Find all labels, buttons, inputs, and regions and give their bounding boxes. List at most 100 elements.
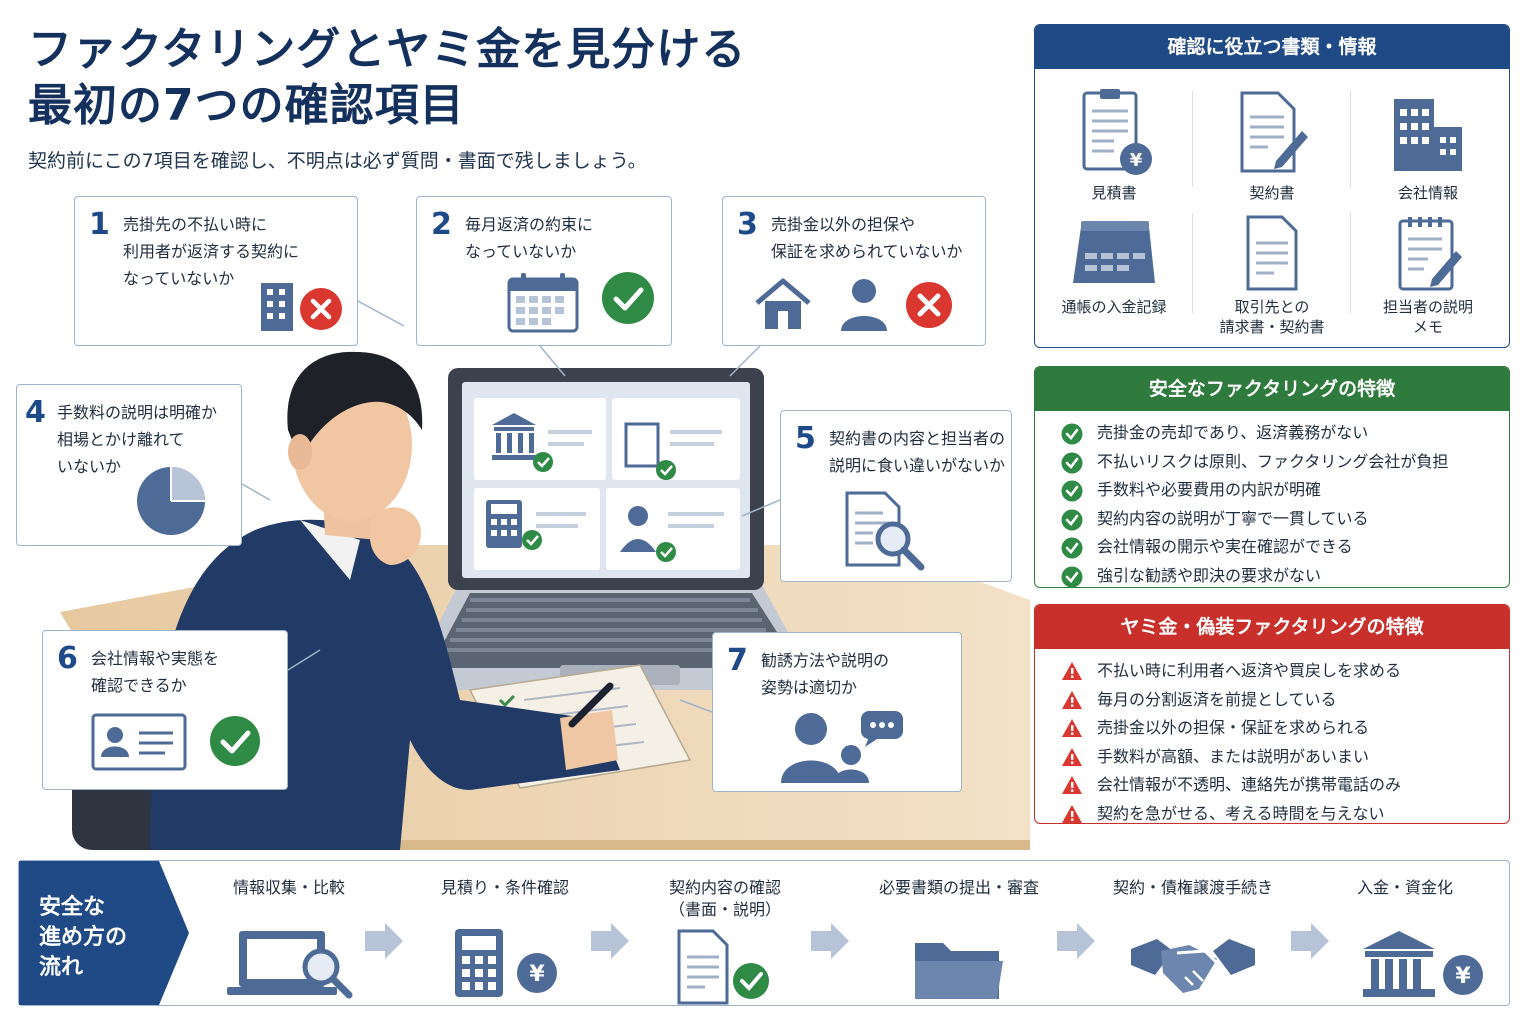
risk-feature-item: 不払い時に利用者へ返済や買戻しを求める bbox=[1061, 657, 1509, 686]
cross-mark-icon bbox=[906, 282, 952, 328]
doc-item-contract: 契約書 bbox=[1197, 87, 1347, 203]
check-card-3: 3 売掛金以外の担保や 保証を求められていないか bbox=[722, 196, 986, 346]
risk-features-panel: ヤミ金・偽装ファクタリングの特徴 不払い時に利用者へ返済や買戻しを求める 毎月の… bbox=[1034, 604, 1510, 824]
check-number: 1 bbox=[89, 207, 110, 242]
safe-feature-text: 売掛金の売却であり、返済義務がない bbox=[1097, 423, 1369, 442]
flow-step-label: 契約・債権譲渡手続き bbox=[1112, 878, 1273, 897]
risk-feature-item: 手数料が高額、または説明があいまい bbox=[1061, 743, 1509, 772]
warning-icon bbox=[1062, 747, 1082, 766]
warning-icon bbox=[1062, 662, 1082, 680]
warning-icon bbox=[1062, 804, 1082, 823]
check-circle-icon bbox=[1061, 480, 1083, 502]
flow-step-label: 契約内容の確認 （書面・説明） bbox=[668, 878, 781, 919]
flow-header-banner bbox=[19, 861, 189, 1005]
warning-icon bbox=[1062, 690, 1082, 709]
check-circle-icon bbox=[1061, 566, 1083, 587]
check-mark-icon bbox=[210, 716, 260, 766]
flow-step-1: 情報収集・比較 bbox=[199, 877, 379, 999]
check-circle-icon bbox=[1061, 509, 1083, 530]
flow-step-2: 見積り・条件確認 ¥ bbox=[415, 877, 595, 997]
risk-feature-item: 売掛金以外の担保・保証を求められる bbox=[1061, 714, 1509, 743]
flow-header: 安全な 進め方の 流れ bbox=[19, 861, 191, 1005]
conversation-icon bbox=[781, 711, 903, 783]
title-line-2: 最初の7つの確認項目 bbox=[28, 80, 465, 131]
doc-label: 取引先との 請求書・契約書 bbox=[1219, 298, 1325, 336]
flow-step-label: 情報収集・比較 bbox=[232, 878, 345, 897]
flow-arrow-icon bbox=[591, 923, 629, 959]
doc-label: 担当者の説明 メモ bbox=[1382, 298, 1473, 336]
risk-feature-list: 不払い時に利用者へ返済や買戻しを求める 毎月の分割返済を前提としている 売掛金以… bbox=[1035, 649, 1509, 828]
safe-feature-text: 強引な勧誘や即決の要求がない bbox=[1097, 565, 1322, 585]
check-text: 手数料の説明は明確か 相場とかけ離れて いないか bbox=[57, 403, 218, 476]
laptop-search-icon bbox=[227, 931, 353, 999]
safe-feature-text: 契約内容の説明が丁寧で一貫している bbox=[1097, 508, 1369, 528]
svg-text:¥: ¥ bbox=[1455, 964, 1471, 989]
clipboard-yen-icon: ¥ bbox=[1082, 89, 1152, 175]
check-card-7: 7 勧誘方法や説明の 姿勢は適切か bbox=[712, 632, 962, 792]
flow-step-label: 必要書類の提出・審査 bbox=[878, 878, 1039, 897]
safe-feature-text: 会社情報の開示や実在確認ができる bbox=[1097, 537, 1353, 556]
safe-feature-item: 契約内容の説明が丁寧で一貫している bbox=[1061, 505, 1509, 534]
invoice-icon bbox=[1246, 215, 1298, 291]
risk-header: ヤミ金・偽装ファクタリングの特徴 bbox=[1035, 605, 1509, 649]
flow-arrow-icon bbox=[811, 923, 849, 959]
doc-item-invoice: 取引先との 請求書・契約書 bbox=[1197, 213, 1347, 337]
check-card-5: 5 契約書の内容と担当者の 説明に食い違いがないか bbox=[780, 410, 1012, 582]
safe-feature-item: 不払いリスクは原則、ファクタリング会社が負担 bbox=[1061, 448, 1509, 477]
cross-mark-icon bbox=[300, 288, 342, 330]
bank-yen-icon: ¥ bbox=[1363, 931, 1483, 997]
check-number: 7 bbox=[727, 643, 748, 678]
risk-feature-text: 手数料が高額、または説明があいまい bbox=[1097, 746, 1370, 766]
building-icon bbox=[1394, 99, 1462, 171]
title-line-1: ファクタリングとヤミ金を見分ける bbox=[28, 24, 747, 75]
check-mark-icon bbox=[602, 272, 654, 324]
flow-arrow-icon bbox=[1291, 923, 1329, 959]
check-circle-icon bbox=[1061, 537, 1083, 559]
documents-panel: 確認に役立つ書類・情報 ¥ 見積書 契約書 会社情報 bbox=[1034, 24, 1510, 348]
check-card-6: 6 会社情報や実態を 確認できるか bbox=[42, 630, 288, 790]
check-circle-icon bbox=[1061, 452, 1083, 473]
risk-feature-item: 契約を急がせる、考える時間を与えない bbox=[1061, 800, 1509, 829]
doc-label: 会社情報 bbox=[1397, 184, 1458, 202]
house-icon bbox=[755, 278, 811, 329]
safe-feature-item: 会社情報の開示や実在確認ができる bbox=[1061, 533, 1509, 562]
safe-feature-item: 手数料や必要費用の内訳が明確 bbox=[1061, 476, 1509, 505]
check-text: 毎月返済の約束に なっていないか bbox=[465, 215, 594, 261]
page-subtitle: 契約前にこの7項目を確認し、不明点は必ず質問・書面で残しましょう。 bbox=[28, 150, 647, 172]
risk-feature-item: 毎月の分割返済を前提としている bbox=[1061, 686, 1509, 715]
flow-arrow-icon bbox=[1057, 923, 1095, 959]
svg-text:¥: ¥ bbox=[529, 962, 545, 987]
risk-feature-text: 売掛金以外の担保・保証を求められる bbox=[1097, 718, 1370, 737]
page-title: ファクタリングとヤミ金を見分ける 最初の7つの確認項目 bbox=[28, 22, 788, 134]
documents-header: 確認に役立つ書類・情報 bbox=[1035, 25, 1509, 69]
flow-step-label: 見積り・条件確認 bbox=[440, 878, 569, 897]
check-number: 5 bbox=[795, 421, 816, 456]
check-card-2: 2 毎月返済の約束に なっていないか bbox=[416, 196, 672, 346]
warning-icon bbox=[1062, 719, 1082, 737]
building-icon bbox=[261, 283, 293, 331]
id-card-icon bbox=[91, 713, 187, 771]
doc-label: 通帳の入金記録 bbox=[1061, 298, 1167, 316]
handshake-icon bbox=[1131, 939, 1255, 993]
contract-pen-icon bbox=[1240, 91, 1308, 173]
check-text: 売掛金以外の担保や 保証を求められていないか bbox=[771, 215, 963, 261]
check-text: 売掛先の不払い時に 利用者が返済する契約に なっていないか bbox=[123, 215, 300, 288]
risk-feature-text: 不払い時に利用者へ返済や買戻しを求める bbox=[1097, 661, 1402, 680]
flow-step-4: 必要書類の提出・審査 bbox=[859, 877, 1059, 999]
safe-feature-item: 強引な勧誘や即決の要求がない bbox=[1061, 562, 1509, 591]
person-icon bbox=[841, 279, 887, 331]
passbook-icon bbox=[1073, 221, 1155, 283]
flow-step-label: 入金・資金化 bbox=[1356, 878, 1453, 897]
check-text: 契約書の内容と担当者の 説明に食い違いがないか bbox=[829, 429, 1006, 475]
risk-feature-text: 契約を急がせる、考える時間を与えない bbox=[1097, 803, 1385, 823]
safe-process-flow: 安全な 進め方の 流れ 情報収集・比較 見積り・条件確認 ¥ 契約内容の確認 （… bbox=[18, 860, 1510, 1006]
document-magnifier-icon bbox=[845, 491, 925, 571]
safe-feature-list: 売掛金の売却であり、返済義務がない 不払いリスクは原則、ファクタリング会社が負担… bbox=[1035, 411, 1509, 590]
safe-feature-item: 売掛金の売却であり、返済義務がない bbox=[1061, 419, 1509, 448]
calendar-icon bbox=[507, 273, 579, 333]
safe-feature-text: 不払いリスクは原則、ファクタリング会社が負担 bbox=[1097, 451, 1449, 471]
check-text: 会社情報や実態を 確認できるか bbox=[91, 649, 220, 695]
flow-arrow-icon bbox=[365, 923, 403, 959]
flow-header-text: 安全な 進め方の 流れ bbox=[39, 895, 128, 980]
risk-feature-text: 会社情報が不透明、連絡先が携帯電話のみ bbox=[1097, 775, 1402, 794]
